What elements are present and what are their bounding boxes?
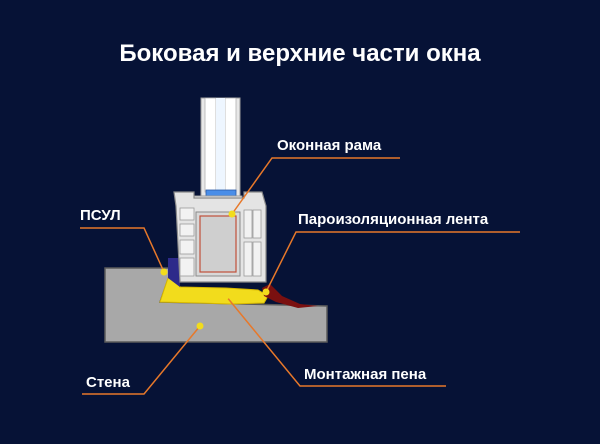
psul-leader <box>80 227 165 273</box>
anchor-points <box>160 210 270 330</box>
window-frame <box>173 191 267 283</box>
psul-dot <box>160 268 168 276</box>
foam-dot <box>222 292 230 300</box>
tape-dot <box>262 288 270 296</box>
vapor-tape-label: Пароизоляционная лента <box>298 211 489 228</box>
wall-leader <box>82 325 201 395</box>
vapor-tape <box>262 284 318 308</box>
frame-leader <box>231 157 400 215</box>
tape-leader <box>265 231 520 293</box>
psul-seal <box>168 258 180 287</box>
diagram-title: Боковая и верхние части окна <box>119 40 481 67</box>
wall-dot <box>196 322 204 330</box>
frame-label: Оконная рама <box>277 137 382 154</box>
frame-dot <box>228 210 236 218</box>
psul-label: ПСУЛ <box>80 207 121 224</box>
leader-lines <box>80 157 520 395</box>
wall-label: Стена <box>86 374 130 391</box>
glass-unit <box>200 97 241 199</box>
foam-label: Монтажная пена <box>304 366 427 383</box>
foam-leader <box>225 295 446 387</box>
